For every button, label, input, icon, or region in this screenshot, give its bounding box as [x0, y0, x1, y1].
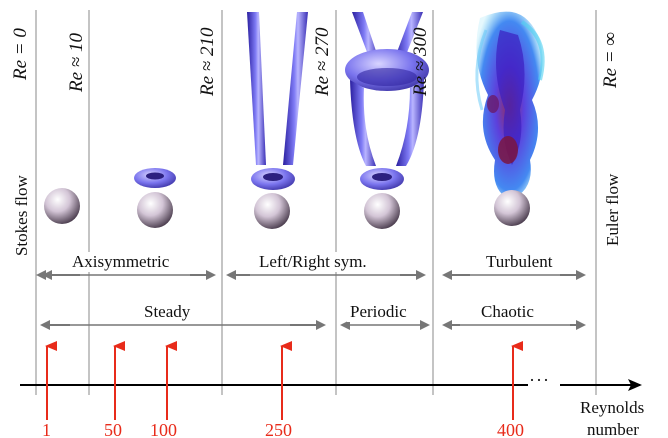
regime-turbulent: Turbulent [483, 252, 556, 272]
regime-steady: Steady [141, 302, 194, 322]
re-label-210: Re ≈ 210 [197, 27, 218, 96]
regime-axisymmetric: Axisymmetric [69, 252, 173, 272]
regime-periodic: Periodic [347, 302, 410, 322]
re-label-270: Re ≈ 270 [312, 27, 333, 96]
wake-loop-re270 [345, 12, 429, 229]
stokes-flow-label: Stokes flow [12, 175, 31, 256]
marker-label-400: 400 [497, 420, 524, 438]
marker-label-50: 50 [104, 420, 122, 438]
marker-label-100: 100 [150, 420, 177, 438]
re-label-10: Re ≈ 10 [66, 33, 87, 92]
regime-dividers [35, 10, 597, 395]
re-label-infinity: Re = ∞ [600, 32, 621, 88]
wake-tubes-re210 [247, 12, 308, 229]
re-label-300: Re ≈ 300 [410, 27, 431, 96]
euler-flow-label: Euler flow [603, 173, 622, 246]
sphere-stokes [44, 188, 80, 224]
regime-chaotic: Chaotic [478, 302, 537, 322]
marker-label-250: 250 [265, 420, 292, 438]
axis-title-reynolds: Reynolds [580, 398, 645, 417]
regime-left-right-sym: Left/Right sym. [256, 252, 370, 272]
wake-turbulent [475, 11, 545, 226]
axis-ellipsis: ··· [529, 370, 550, 390]
re-label-0: Re = 0 [10, 28, 31, 80]
axis-title-number: number [587, 420, 639, 438]
marker-label-1: 1 [42, 420, 51, 438]
reynolds-markers [45, 341, 523, 420]
wake-ring-re10 [134, 168, 176, 228]
